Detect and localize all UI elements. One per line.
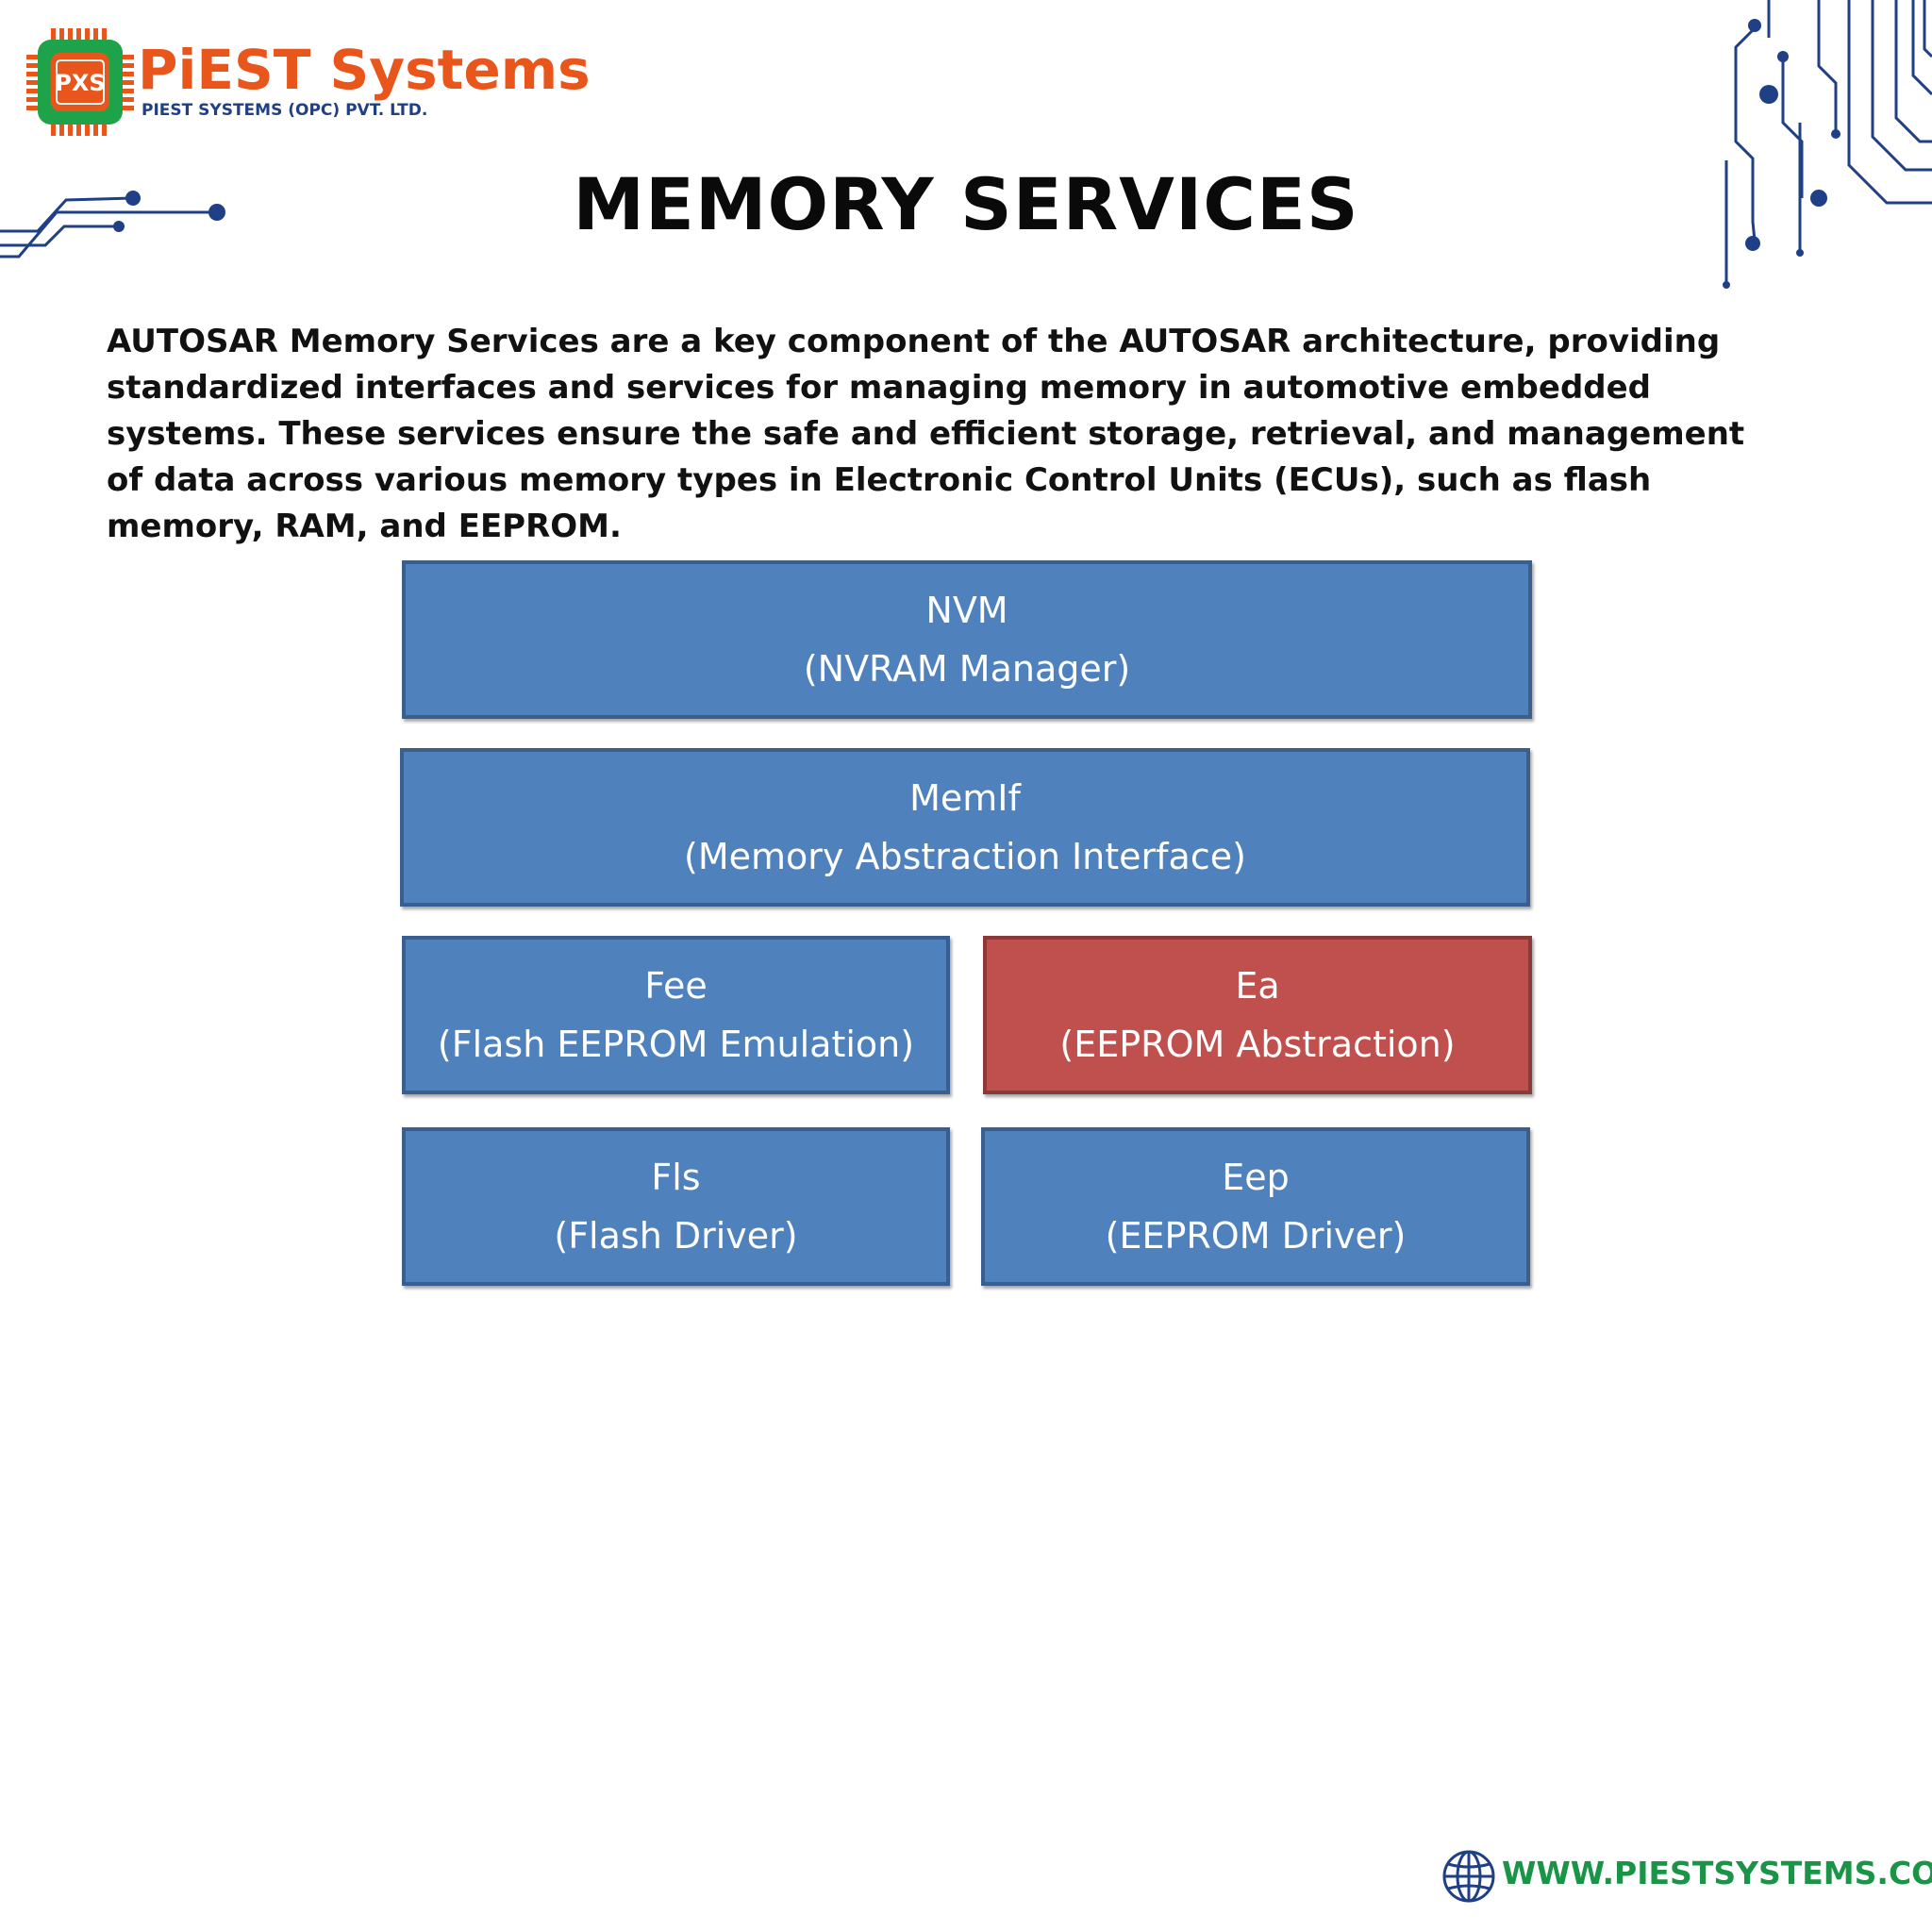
- block-fls-name: Fls: [651, 1157, 701, 1198]
- block-ea-name: Ea: [1235, 965, 1280, 1007]
- block-memif: MemIf (Memory Abstraction Interface): [400, 748, 1530, 907]
- block-nvm-name: NVM: [925, 590, 1008, 631]
- block-eep-desc: (EEPROM Driver): [1105, 1215, 1407, 1257]
- globe-icon: [1442, 1850, 1495, 1903]
- block-fee: Fee (Flash EEPROM Emulation): [402, 936, 950, 1094]
- circuit-lines-right-icon: [1723, 0, 1932, 289]
- intro-paragraph: AUTOSAR Memory Services are a key compon…: [107, 323, 1745, 545]
- website-link[interactable]: WWW.PIESTSYSTEMS.COM: [1502, 1855, 1932, 1891]
- block-ea-desc: (EEPROM Abstraction): [1059, 1024, 1456, 1065]
- block-memif-desc: (Memory Abstraction Interface): [684, 836, 1246, 877]
- block-memif-name: MemIf: [909, 777, 1021, 819]
- block-fee-desc: (Flash EEPROM Emulation): [437, 1024, 915, 1065]
- block-eep-name: Eep: [1222, 1157, 1290, 1198]
- circuit-lines-left-icon: [0, 191, 225, 258]
- logo-chip-letters: PXS: [55, 70, 105, 96]
- block-fee-name: Fee: [644, 965, 708, 1007]
- block-ea: Ea (EEPROM Abstraction): [983, 936, 1532, 1094]
- block-fls: Fls (Flash Driver): [402, 1127, 950, 1286]
- block-nvm-desc: (NVRAM Manager): [803, 648, 1131, 690]
- block-eep: Eep (EEPROM Driver): [981, 1127, 1530, 1286]
- page-title: MEMORY SERVICES: [573, 162, 1359, 246]
- block-fls-desc: (Flash Driver): [554, 1215, 798, 1257]
- logo-chip-icon: PXS: [26, 28, 134, 136]
- block-nvm: NVM (NVRAM Manager): [402, 560, 1532, 719]
- brand-name: PiEST Systems: [138, 38, 591, 102]
- brand-subtitle: PIEST SYSTEMS (OPC) PVT. LTD.: [142, 101, 428, 120]
